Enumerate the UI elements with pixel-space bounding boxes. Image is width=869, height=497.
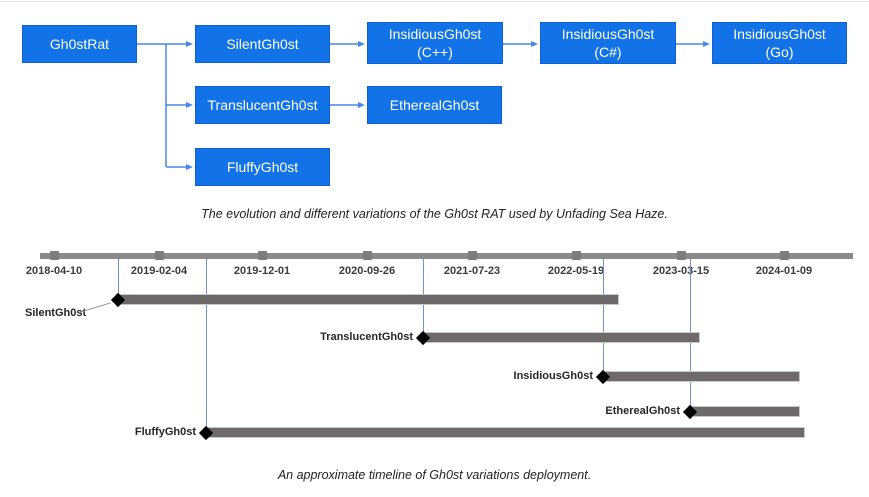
flow-node-gh0strat: Gh0stRat — [22, 25, 137, 63]
timeline-tick-marker — [258, 251, 267, 260]
flow-node-fluffygh0st: FluffyGh0st — [195, 148, 330, 186]
timeline-bar — [423, 332, 700, 343]
timeline-axis — [40, 253, 853, 259]
timeline-connector-line — [603, 259, 604, 377]
timeline-tick-label: 2020-09-26 — [338, 265, 396, 277]
flow-node-translucentgh0st: TranslucentGh0st — [195, 86, 330, 124]
timeline-tick-marker — [677, 251, 686, 260]
timeline-tick-label: 2019-02-04 — [130, 265, 188, 277]
timeline-tick-marker — [363, 251, 372, 260]
flow-node-insidiousgh0st-go: InsidiousGh0st (Go) — [712, 22, 847, 64]
flow-node-label: SilentGh0st — [226, 35, 299, 52]
timeline-tick-marker — [572, 251, 581, 260]
timeline-bar-label: TranslucentGh0st — [320, 331, 413, 343]
top-border-line — [0, 1, 869, 2]
flow-node-sublabel: (Go) — [765, 44, 794, 60]
timeline-tick-label: 2019-12-01 — [233, 265, 291, 277]
timeline-tick-marker — [50, 251, 59, 260]
timeline-bar — [603, 371, 800, 382]
timeline-tick-marker — [468, 251, 477, 260]
flow-node-sublabel: (C++) — [417, 44, 453, 60]
timeline-bar-label: FluffyGh0st — [134, 426, 196, 438]
timeline-tick-marker — [780, 251, 789, 260]
timeline-connector-line — [118, 259, 119, 300]
timeline-tick-label: 2023-03-15 — [652, 265, 710, 277]
timeline-tick-label: 2024-01-09 — [755, 265, 813, 277]
flow-node-label: TranslucentGh0st — [207, 96, 318, 113]
flow-node-label: Gh0stRat — [49, 35, 110, 52]
flow-node-label: EtherealGh0st — [389, 96, 480, 113]
flow-node-insidiousgh0st-csharp: InsidiousGh0st (C#) — [540, 22, 676, 64]
flowchart-caption: The evolution and different variations o… — [201, 207, 668, 221]
timeline-tick-label: 2021-07-23 — [443, 265, 501, 277]
timeline-tick-label: 2018-04-10 — [25, 265, 83, 277]
timeline-bar — [118, 294, 619, 305]
timeline-bar-label: InsidiousGh0st — [513, 370, 593, 382]
timeline-bar-label: EtherealGh0st — [605, 405, 680, 417]
flow-node-etherealgh0st: EtherealGh0st — [367, 86, 502, 124]
timeline-tick-marker — [155, 251, 164, 260]
timeline-tick-label: 2022-05-19 — [547, 265, 605, 277]
timeline-bar — [206, 427, 805, 438]
flow-node-sublabel: (C#) — [594, 44, 622, 60]
flow-node-label: InsidiousGh0st — [733, 25, 826, 42]
flow-node-silentgh0st: SilentGh0st — [195, 25, 330, 63]
flow-node-insidiousgh0st-cpp: InsidiousGh0st (C++) — [367, 22, 503, 64]
flow-node-label: FluffyGh0st — [226, 158, 299, 175]
timeline-bar-label: SilentGh0st — [25, 307, 87, 319]
timeline-connector-line — [206, 259, 207, 433]
timeline-bar — [690, 406, 800, 417]
flow-node-label: InsidiousGh0st — [388, 25, 482, 42]
flow-node-label: InsidiousGh0st — [561, 25, 655, 42]
timeline-caption: An approximate timeline of Gh0st variati… — [277, 468, 592, 482]
